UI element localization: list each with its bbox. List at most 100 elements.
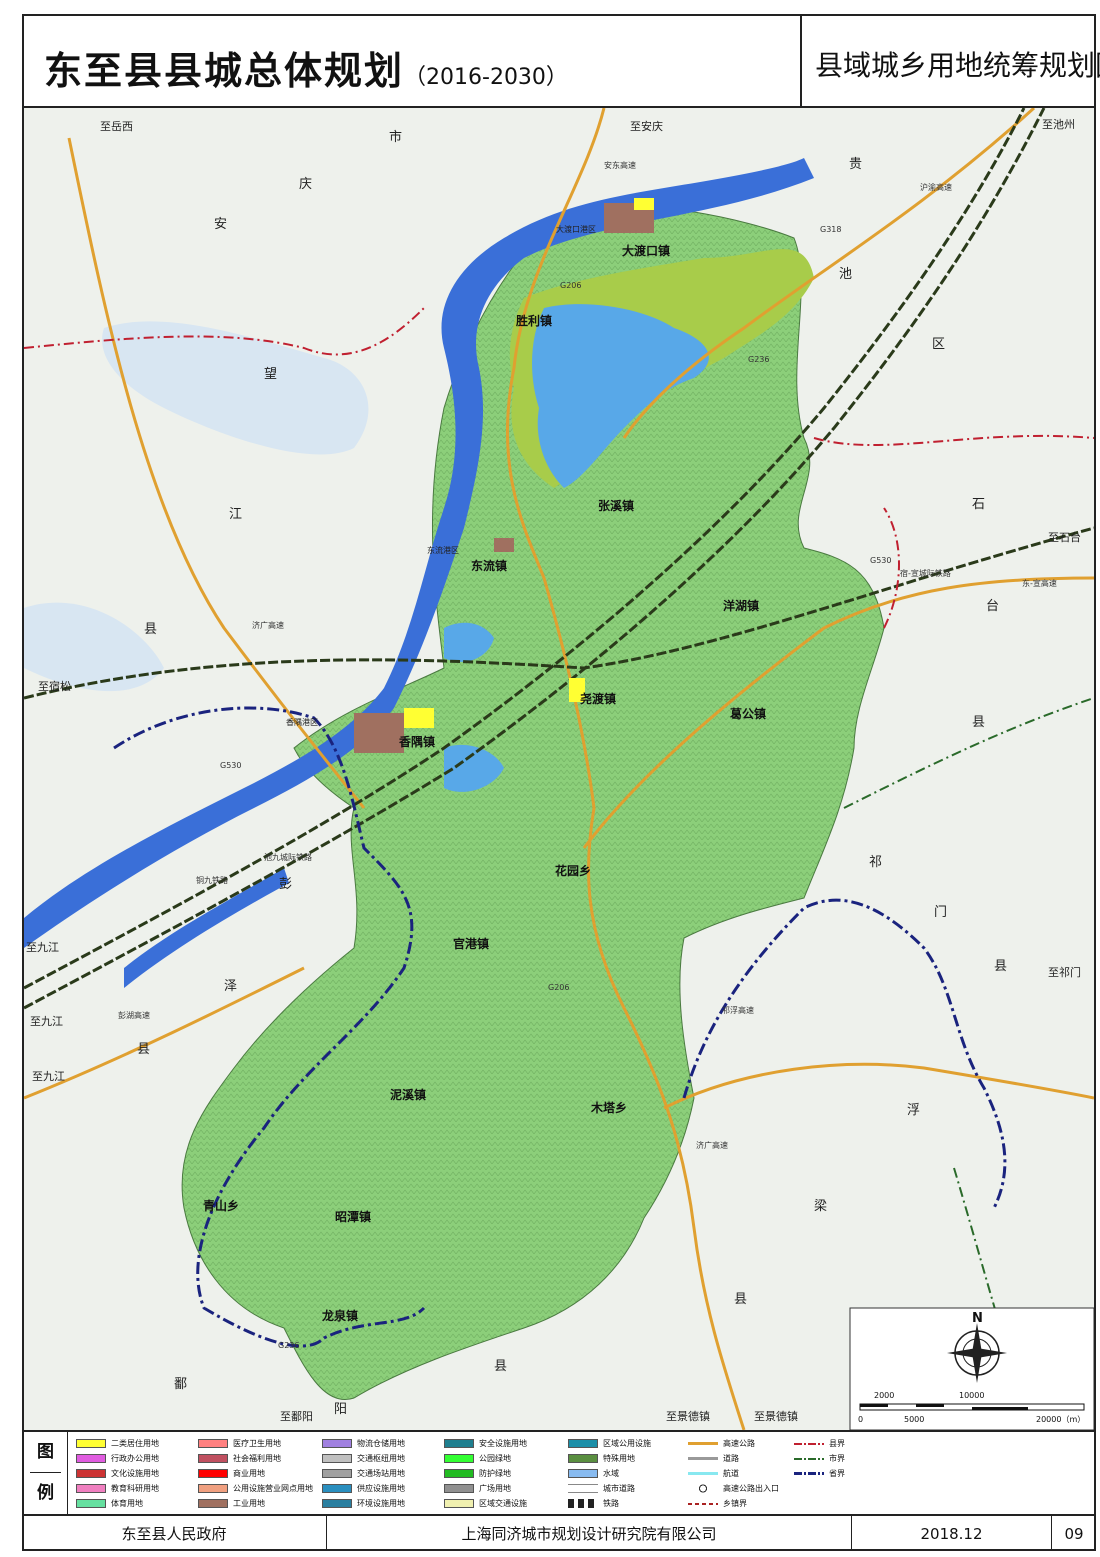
legend-item: 水域 — [568, 1468, 619, 1479]
town-patch-xiangyu-res — [404, 708, 434, 728]
port-labels: 大渡口港区 东流港区 香隅港区 — [286, 224, 596, 727]
region-label: 彭 — [279, 877, 292, 892]
scale-tick: 5000 — [904, 1415, 924, 1424]
town-label: 昭潭镇 — [335, 1209, 371, 1224]
legend-label: 航道 — [723, 1469, 739, 1478]
legend-label: 社会福利用地 — [233, 1454, 281, 1463]
plan-years: （2016-2030） — [404, 65, 568, 90]
town-patch-dongliu — [494, 538, 514, 552]
legend-label: 安全设施用地 — [479, 1439, 527, 1448]
lake-wangjiang — [102, 321, 369, 455]
road-label: 池九城际铁路 — [264, 852, 312, 862]
legend-item: 广场用地 — [444, 1483, 511, 1494]
road-label: 东-宣高速 — [1022, 578, 1057, 588]
town-label: 张溪镇 — [598, 498, 634, 513]
legend-swatch — [198, 1454, 228, 1463]
legend-swatch — [444, 1484, 474, 1493]
town-label: 洋湖镇 — [723, 598, 759, 613]
legend — [22, 1430, 1096, 1516]
road-label: 祁浮高速 — [722, 1005, 754, 1015]
legend-item: 二类居住用地 — [76, 1438, 159, 1449]
river-branch — [124, 868, 289, 988]
yangtze-river — [24, 158, 814, 948]
legend-swatch — [322, 1439, 352, 1448]
town-label: 尧渡镇 — [580, 691, 616, 706]
legend-swatch — [444, 1499, 474, 1508]
legend-label: 商业用地 — [233, 1469, 265, 1478]
region-label: 县 — [994, 959, 1007, 974]
town-label: 香隅镇 — [398, 734, 435, 749]
title-divider — [800, 14, 802, 108]
map-canvas[interactable]: 安 庆 市 贵 池 区 望 江 县 石 台 县 彭 泽 县 祁 门 县 浮 梁 … — [24, 108, 1094, 1430]
legend-swatch — [322, 1454, 352, 1463]
region-label: 池 — [839, 267, 852, 282]
legend-label: 道路 — [723, 1454, 739, 1463]
legend-swatch — [688, 1484, 718, 1493]
legend-item: 公用设施营业网点用地 — [198, 1483, 313, 1494]
legend-swatch — [198, 1439, 228, 1448]
destination-label: 至景德镇 — [666, 1409, 710, 1423]
legend-label: 文化设施用地 — [111, 1469, 159, 1478]
town-label: 花园乡 — [555, 863, 591, 878]
footer-designer: 上海同济城市规划设计研究院有限公司 — [327, 1516, 852, 1551]
legend-label: 公用设施营业网点用地 — [233, 1484, 313, 1493]
legend-item: 区域公用设施 — [568, 1438, 651, 1449]
region-labels: 安 庆 市 贵 池 区 望 江 县 石 台 县 彭 泽 县 祁 门 县 浮 梁 … — [137, 129, 1007, 1417]
map-frame — [22, 14, 1096, 1551]
legend-swatch — [444, 1454, 474, 1463]
legend-item: 医疗卫生用地 — [198, 1438, 281, 1449]
legend-swatch — [568, 1499, 598, 1508]
destination-label: 至景德镇 — [754, 1409, 798, 1423]
legend-item: 道路 — [688, 1453, 739, 1464]
town-patch-yaodu — [569, 678, 585, 702]
destination-label: 至石台 — [1048, 530, 1081, 544]
road-label: G318 — [820, 225, 841, 234]
page-title: 东至县县城总体规划（2016-2030） — [44, 49, 568, 93]
lake-xiangyu — [444, 744, 504, 792]
destination-label: 至鄱阳 — [280, 1410, 313, 1423]
legend-swatch — [568, 1439, 598, 1448]
destination-label: 至九江 — [26, 941, 59, 954]
legend-swatch — [198, 1484, 228, 1493]
legend-label: 体育用地 — [111, 1499, 143, 1508]
legend-item: 省界 — [794, 1468, 845, 1479]
city-border — [843, 697, 1094, 809]
legend-label: 铁路 — [603, 1499, 619, 1508]
legend-label: 区域交通设施 — [479, 1499, 527, 1508]
region-label: 县 — [144, 622, 157, 637]
legend-item: 体育用地 — [76, 1498, 143, 1509]
map-subtitle: 县域城乡用地统筹规划图 — [815, 49, 1100, 82]
province-border — [113, 706, 1007, 1348]
legend-swatch — [322, 1484, 352, 1493]
town-label: 木塔乡 — [590, 1100, 627, 1115]
region-label: 浮 — [907, 1103, 920, 1118]
legend-item: 环境设施用地 — [322, 1498, 405, 1509]
road-labels: G318 G236 G206 G206 G530 G530 G236 沪渝高速 … — [118, 160, 1057, 1350]
legend-swatch — [688, 1454, 718, 1463]
legend-item: 教育科研用地 — [76, 1483, 159, 1494]
legend-label: 高速公路 — [723, 1439, 755, 1448]
scale-tick: 0 — [858, 1415, 863, 1424]
road-label: G206 — [560, 281, 581, 290]
road-label: 宿-宣城际铁路 — [900, 568, 951, 578]
town-label: 龙泉镇 — [322, 1308, 358, 1323]
legend-label: 公园绿地 — [479, 1454, 511, 1463]
county-border-shitai — [883, 507, 900, 629]
legend-swatch — [568, 1454, 598, 1463]
port-label: 大渡口港区 — [556, 224, 596, 234]
legend-swatch — [76, 1454, 106, 1463]
footer-sheet: 09 — [1064, 1524, 1084, 1543]
legend-item: 乡镇界 — [688, 1498, 747, 1509]
legend-swatch — [322, 1469, 352, 1478]
legend-item: 特殊用地 — [568, 1453, 635, 1464]
road-label: 济广高速 — [252, 620, 284, 630]
legend-item: 城市道路 — [568, 1483, 635, 1494]
lake-west — [24, 602, 164, 692]
region-label: 江 — [229, 507, 242, 522]
region-label: 望 — [264, 366, 277, 382]
legend-swatch — [688, 1499, 718, 1508]
town-patch-xiangyu — [354, 713, 404, 753]
legend-swatch — [688, 1439, 718, 1448]
road-label: G236 — [278, 1341, 299, 1350]
region-label: 县 — [972, 715, 985, 730]
